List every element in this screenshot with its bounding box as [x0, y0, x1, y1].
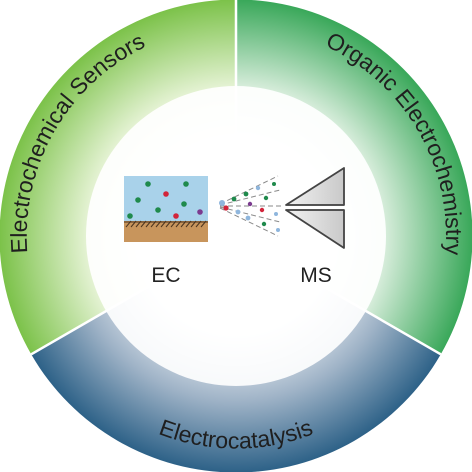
droplet	[243, 191, 249, 197]
center-disc	[86, 86, 386, 386]
ms-label: MS	[300, 264, 332, 287]
ms-inlet-icon	[285, 167, 345, 249]
droplet	[259, 207, 265, 213]
solution-species	[127, 181, 203, 219]
droplet	[245, 215, 251, 221]
species-dot	[173, 213, 179, 219]
droplet	[276, 228, 280, 232]
species-dot	[197, 209, 203, 215]
droplet	[235, 209, 241, 215]
spray-plume	[219, 175, 282, 237]
species-dot	[127, 213, 133, 219]
droplet	[263, 195, 269, 201]
droplet	[223, 205, 229, 211]
droplet	[274, 212, 278, 216]
species-dot	[183, 181, 189, 187]
species-dot	[145, 181, 151, 187]
droplet	[261, 221, 267, 227]
ec-label: EC	[151, 264, 180, 287]
species-dot	[155, 207, 161, 213]
droplet	[231, 196, 237, 202]
droplet	[255, 185, 261, 191]
species-dot	[135, 197, 141, 203]
cell-electrode	[124, 221, 208, 242]
species-dot	[163, 191, 169, 197]
electrode-hatching	[124, 220, 208, 228]
droplet	[247, 201, 253, 207]
species-dot	[181, 201, 187, 207]
droplet	[219, 200, 225, 206]
ec-cell-icon	[124, 176, 208, 242]
droplet	[272, 182, 276, 186]
